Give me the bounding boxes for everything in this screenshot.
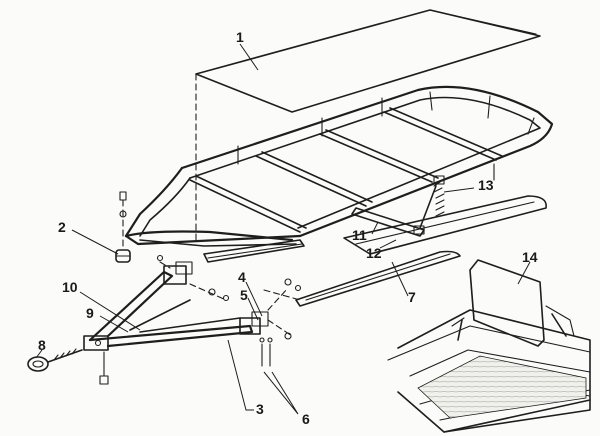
callout-2: 2 [58,219,66,235]
pivot-bracket [115,191,131,263]
eye-bolt [27,348,83,372]
callout-4: 4 [238,269,246,285]
callout-labels: 1 2 3 4 5 6 7 8 9 10 11 12 13 14 [38,29,538,427]
callout-7: 7 [408,289,416,305]
callout-11: 11 [352,227,367,243]
callout-3: 3 [256,401,264,417]
callout-12: 12 [366,245,382,261]
callout-14: 14 [522,249,538,265]
callout-10: 10 [62,279,78,295]
callout-6: 6 [302,411,310,427]
callout-8: 8 [38,337,46,353]
tow-bar-hitch [83,254,302,385]
seat-inset-detail [387,259,591,433]
callout-9: 9 [86,305,94,321]
shock-absorber [351,175,445,237]
cargo-rack-frame [124,85,554,263]
leader-lines [35,43,531,415]
skid-rail [263,195,547,307]
cover-panel [195,9,541,241]
callout-5: 5 [240,287,248,303]
callout-13: 13 [478,177,494,193]
callout-1: 1 [236,29,244,45]
